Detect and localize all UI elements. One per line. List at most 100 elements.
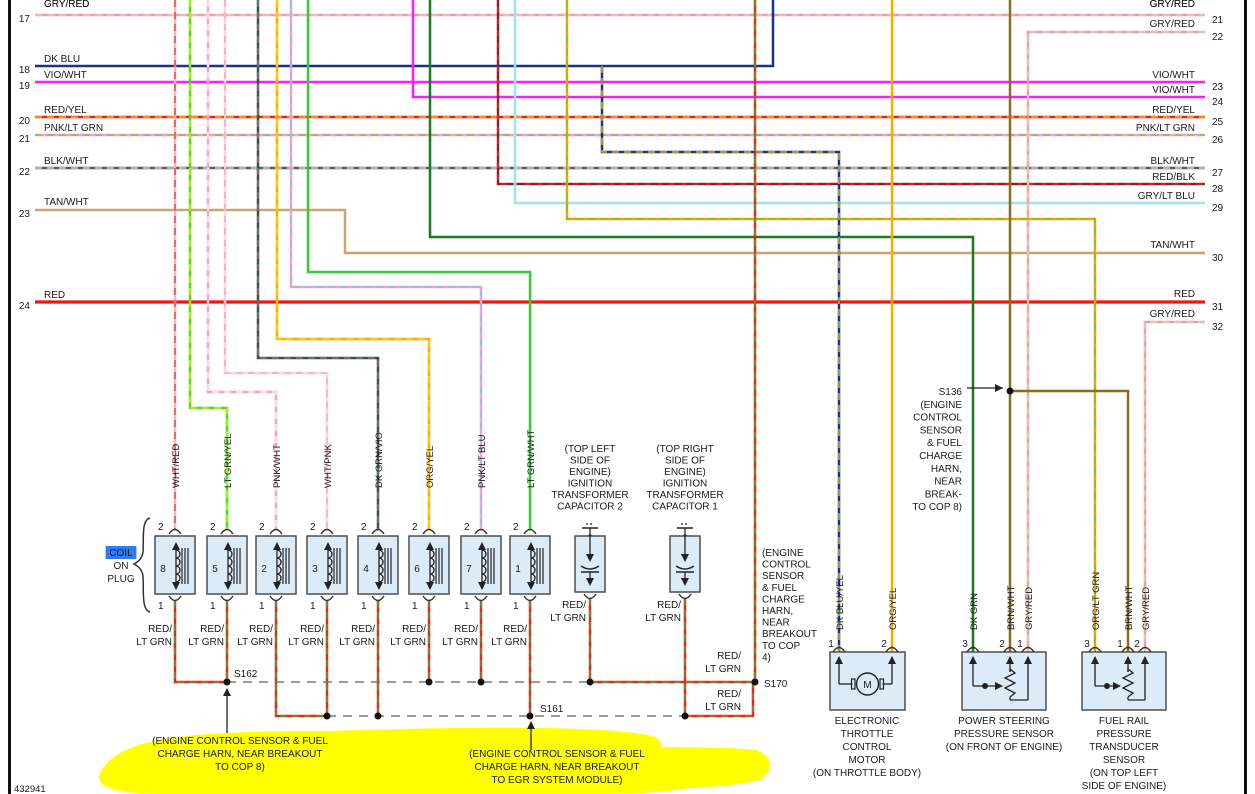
ignition-transformer-capacitor-1-title: IGNITION bbox=[663, 479, 707, 490]
arrowhead bbox=[273, 542, 281, 550]
right-pin-number: 30 bbox=[1212, 253, 1224, 264]
wire-dk-grn-vio-cop4-tracer bbox=[257, 0, 379, 530]
right-pin-number: 26 bbox=[1212, 135, 1224, 146]
right-pin-label: GRY/RED bbox=[1150, 309, 1195, 320]
pin-bracket bbox=[269, 528, 283, 535]
pin-bracket bbox=[371, 528, 385, 535]
right-pin-number: 23 bbox=[1212, 82, 1224, 93]
wire-org-yel-cop6 bbox=[275, 0, 431, 530]
right-border bbox=[1244, 0, 1247, 794]
splice-s170-block: HARN, bbox=[762, 606, 793, 617]
coil-wire-label: ORG/YEL bbox=[425, 446, 436, 488]
pin-bracket bbox=[371, 595, 385, 602]
pin-bracket bbox=[422, 528, 436, 535]
pin-bracket bbox=[1138, 646, 1152, 653]
splice-s136-block: S136 bbox=[939, 387, 963, 398]
arrowhead bbox=[995, 384, 1003, 392]
coil-6-pin2: 2 bbox=[412, 522, 418, 533]
fuel-rail-pressure-transducer-sensor-title: SIDE OF ENGINE) bbox=[1082, 781, 1166, 792]
ignition-transformer-capacitor-2-title: ENGINE) bbox=[569, 467, 611, 478]
power-steering-pressure-sensor-title: POWER STEERING bbox=[958, 716, 1050, 727]
splice-s136-block: CHARGE bbox=[919, 451, 962, 462]
coil-8-pin2: 2 bbox=[158, 522, 164, 533]
splice-s170-block: CHARGE bbox=[762, 594, 805, 605]
left-pin-label: DK BLU bbox=[44, 54, 80, 65]
wire-brn-wht-branch bbox=[1010, 389, 1130, 652]
fuel-rail-pressure-transducer-sensor-title: SENSOR bbox=[1103, 755, 1145, 766]
wire-vio-wht-24 bbox=[411, 0, 1205, 99]
splice-s136-block: HARN, bbox=[931, 464, 962, 475]
wire-dk-grn bbox=[428, 0, 975, 652]
splice-dot bbox=[751, 678, 759, 686]
wire-cop2-pin1 bbox=[274, 600, 327, 718]
pin-bracket bbox=[1121, 646, 1135, 653]
wire-pnk-lt-blu-cop7 bbox=[289, 0, 483, 530]
arrowhead bbox=[1024, 656, 1032, 664]
right-pin-label: VIO/WHT bbox=[1152, 70, 1195, 81]
wire-cop2-pin1-tracer bbox=[275, 600, 327, 717]
coil-bottom-label: LT GRN bbox=[136, 637, 172, 648]
fuel-rail-pressure-transducer-sensor-title: TRANSDUCER bbox=[1089, 742, 1158, 753]
right-pin-label: BLK/WHT bbox=[1151, 156, 1195, 167]
wire-gry-red-32-tracer bbox=[1144, 321, 1205, 652]
pot-dot bbox=[1104, 683, 1110, 689]
arrowhead bbox=[324, 542, 332, 550]
wire-red-blk-28 bbox=[496, 0, 1205, 186]
coil-winding bbox=[530, 549, 536, 583]
splice-s170-block: TO COP bbox=[762, 641, 800, 652]
ignition-transformer-capacitor-1-title: TRANSFORMER bbox=[646, 490, 723, 501]
coil-number: 2 bbox=[261, 564, 267, 575]
coil-winding bbox=[481, 549, 487, 583]
coil-winding bbox=[378, 549, 384, 583]
power-steering-pressure-sensor-pin-number: 1 bbox=[1017, 639, 1023, 650]
coil-3-pin1: 1 bbox=[310, 601, 316, 612]
right-pin-number: 32 bbox=[1212, 322, 1224, 333]
coil-number: 7 bbox=[466, 564, 472, 575]
coil-bottom-label: RED/ bbox=[351, 624, 375, 635]
pin-bracket bbox=[474, 595, 488, 602]
callout-egr: TO EGR SYSTEM MODULE) bbox=[492, 775, 623, 786]
coil-bottom-label: RED/ bbox=[249, 624, 273, 635]
right-pin-number: 27 bbox=[1212, 168, 1224, 179]
coil-winding bbox=[327, 549, 333, 583]
ignition-transformer-capacitor-2-wire-label: LT GRN bbox=[550, 613, 586, 624]
motor-brush bbox=[879, 678, 885, 690]
coil-bottom-label: LT GRN bbox=[442, 637, 478, 648]
right-pin-label: RED/YEL bbox=[1152, 105, 1195, 116]
coil-wire-label: LT GRN/WHT bbox=[526, 430, 537, 488]
electronic-throttle-control-motor-title: ELECTRONIC bbox=[835, 716, 899, 727]
text-highlight bbox=[105, 546, 137, 559]
coil-group-brace bbox=[132, 517, 151, 613]
ignition-transformer-capacitor-2-wire-label: RED/ bbox=[562, 600, 586, 611]
pin-bracket bbox=[885, 646, 899, 653]
pin-bracket bbox=[678, 593, 692, 600]
red-ltgrn-below-s170: LT GRN bbox=[705, 702, 741, 713]
arrowhead bbox=[375, 542, 383, 550]
electronic-throttle-control-motor-title: (ON THROTTLE BODY) bbox=[813, 768, 921, 779]
coil-7-pin1: 1 bbox=[464, 601, 470, 612]
arrowhead bbox=[478, 582, 486, 590]
arrowhead bbox=[426, 542, 434, 550]
arrowhead bbox=[426, 582, 434, 590]
wire-tan-wht-23-30 bbox=[35, 208, 1205, 255]
arrowhead bbox=[527, 542, 535, 550]
callout-cop8: CHARGE HARN, NEAR BREAKOUT bbox=[157, 749, 322, 760]
fuel-rail-pressure-transducer-sensor-wire-label: ORG/LT GRN bbox=[1091, 572, 1102, 630]
ignition-transformer-capacitor-2-title: TRANSFORMER bbox=[551, 490, 628, 501]
splice-s161-label: S161 bbox=[540, 704, 564, 715]
sheet-number: 432941 bbox=[14, 784, 46, 794]
coil-winding bbox=[276, 549, 282, 583]
arrowhead bbox=[835, 656, 843, 664]
coil-wire-label: WHT/RED bbox=[171, 444, 182, 488]
wire-pnk-wht-cop2-tracer bbox=[207, 0, 277, 530]
wire-pnk-lt-blu-cop7-tracer bbox=[290, 0, 482, 530]
left-pin-label: VIO/WHT bbox=[44, 70, 87, 81]
arrowhead bbox=[478, 542, 486, 550]
wire-cop8-pin1-tracer bbox=[174, 600, 227, 683]
motor-letter: M bbox=[863, 680, 871, 691]
pin-bracket bbox=[168, 595, 182, 602]
right-pin-number: 29 bbox=[1212, 203, 1224, 214]
coil-6-pin1: 1 bbox=[412, 601, 418, 612]
arrowhead bbox=[223, 688, 231, 696]
splice-s170-block: & FUEL bbox=[762, 583, 797, 594]
